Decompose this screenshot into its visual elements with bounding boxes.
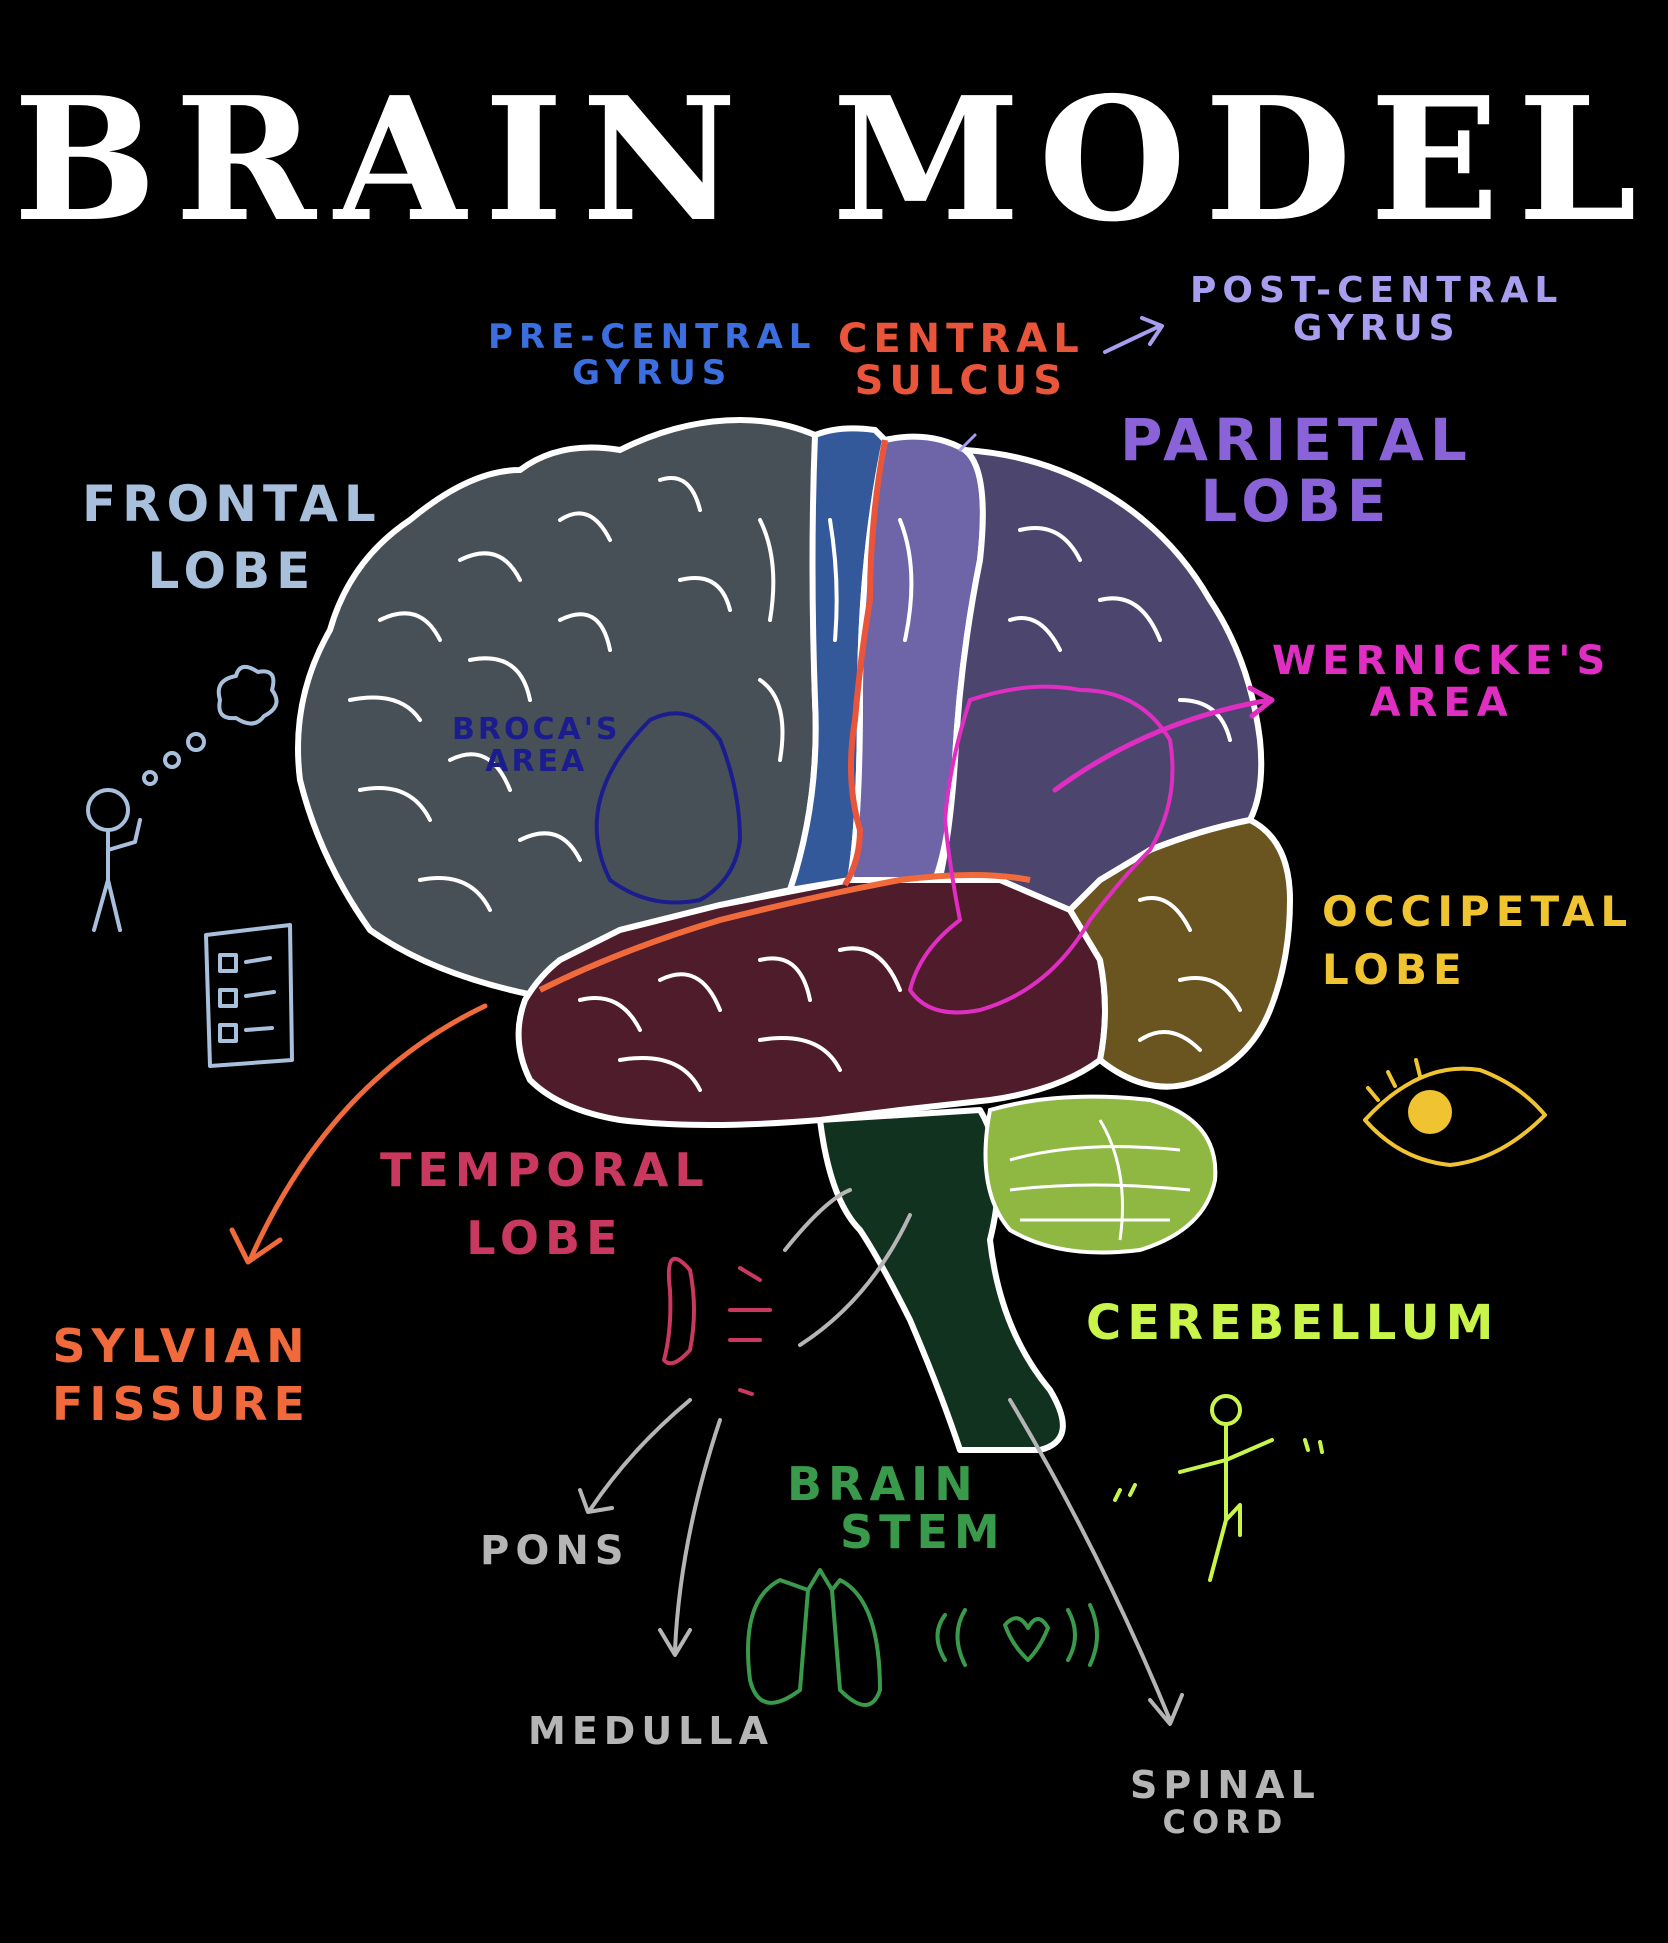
occipetal-lobe-label: OCCIPETAL LOBE [1322, 887, 1634, 995]
brain-stem-label: BRAIN STEM [787, 1457, 1006, 1560]
frontal-lobe-label: FRONTAL LOBE [82, 475, 382, 600]
parietal-lobe-label: PARIETAL LOBE [1120, 406, 1473, 535]
cerebellum-region [983, 1094, 1218, 1255]
medulla-label: MEDULLA [528, 1709, 775, 1753]
occipital-lobe-region [1066, 816, 1294, 1090]
central-sulcus-label: CENTRAL SULCUS [838, 316, 1085, 404]
spinal-cord-label: SPINAL CORD [1130, 1763, 1321, 1841]
cerebellum-folia [1009, 1119, 1191, 1241]
page-title: BRAIN MODEL [13, 60, 1655, 260]
brocas-area-outline [594, 711, 743, 905]
temporal-lobe-label: TEMPORAL LOBE [380, 1143, 710, 1266]
brocas-area-label: BROCA'S AREA [452, 712, 621, 779]
post-central-gyrus-label: POST-CENTRAL GYRUS [1190, 270, 1564, 349]
pre-central-gyrus-label: PRE-CENTRAL GYRUS [488, 317, 817, 393]
central-sulcus-line [842, 439, 888, 887]
cerebellum-label: CEREBELLUM [1086, 1295, 1500, 1351]
sylvian-fissure-label: SYLVIAN FISSURE [52, 1319, 311, 1432]
pons-label: PONS [480, 1528, 630, 1574]
sylvian-fissure-line [538, 872, 1031, 993]
wernickes-area-label: WERNICKE'S AREA [1272, 638, 1612, 726]
